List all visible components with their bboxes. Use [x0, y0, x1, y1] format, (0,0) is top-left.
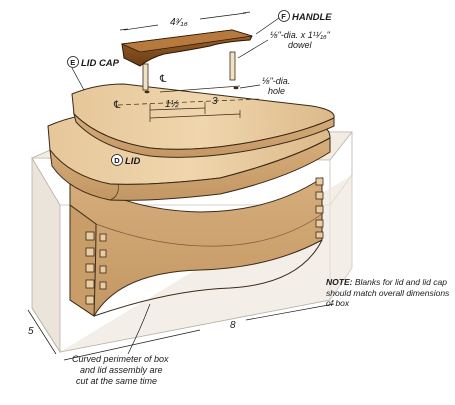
- box-width-label: 5: [28, 326, 34, 337]
- note-text: NOTE: Blanks for lid and lid cap should …: [326, 277, 454, 309]
- dowel-right: [229, 51, 236, 81]
- lid-cap-layout-lines: [117, 85, 261, 122]
- handle-letter: F: [281, 12, 286, 21]
- centerline-symbol-top: ℄: [159, 74, 167, 85]
- hole-label-line1: ⅛"-dia.: [262, 76, 290, 86]
- lid-cap-leader: [71, 67, 85, 91]
- dowel-hole-right: [233, 86, 239, 90]
- hole-spacing-a-label: 1½: [165, 99, 180, 110]
- dowel-label-line1: ⅛"-dia. x 1¹¹⁄₁₆": [270, 30, 331, 40]
- lid-letter: D: [114, 156, 120, 165]
- lid-letter-circle: [111, 154, 123, 166]
- dovetail-joints-left: [85, 231, 107, 305]
- lid-cap-label: LID CAP: [81, 58, 120, 69]
- handle-length-label: 4³⁄₁₆: [170, 17, 188, 28]
- dowels: [142, 51, 236, 91]
- box-length-label: 8: [230, 320, 236, 331]
- box-length-dimension: [63, 303, 335, 361]
- handle-letter-circle: [278, 10, 290, 22]
- lid-label: LID: [125, 156, 140, 167]
- dovetail-joints-right: [315, 177, 324, 239]
- caption-line1: Curved perimeter of box: [72, 354, 169, 364]
- handle-length-dimension: [119, 11, 251, 31]
- lid-cap-letter-circle: [67, 56, 79, 68]
- hole-label-line2: hole: [268, 86, 285, 96]
- lid-cap-letter: E: [70, 58, 75, 67]
- box-body: [69, 170, 324, 317]
- caption-leader: [127, 303, 151, 355]
- dowel-left: [142, 63, 149, 91]
- handle-part: [120, 29, 253, 67]
- dowel-leader: [237, 39, 269, 59]
- handle-label: HANDLE: [292, 12, 332, 23]
- handle-leader: [255, 17, 280, 35]
- note-body: Blanks for lid and lid cap should match …: [326, 277, 450, 308]
- caption-line2: and lid assembly are: [80, 365, 163, 375]
- dowel-label-line2: dowel: [288, 40, 313, 50]
- note-title: NOTE:: [326, 277, 353, 287]
- box-width-dimension: [27, 309, 57, 355]
- hole-spacing-b-label: 3: [212, 96, 218, 107]
- dowel-hole-left: [144, 90, 150, 94]
- centerline-symbol-left: ℄: [113, 100, 121, 111]
- caption-line3: cut at the same time: [76, 376, 157, 386]
- lid-cap-part: [71, 83, 335, 158]
- hole-leader: [239, 84, 261, 89]
